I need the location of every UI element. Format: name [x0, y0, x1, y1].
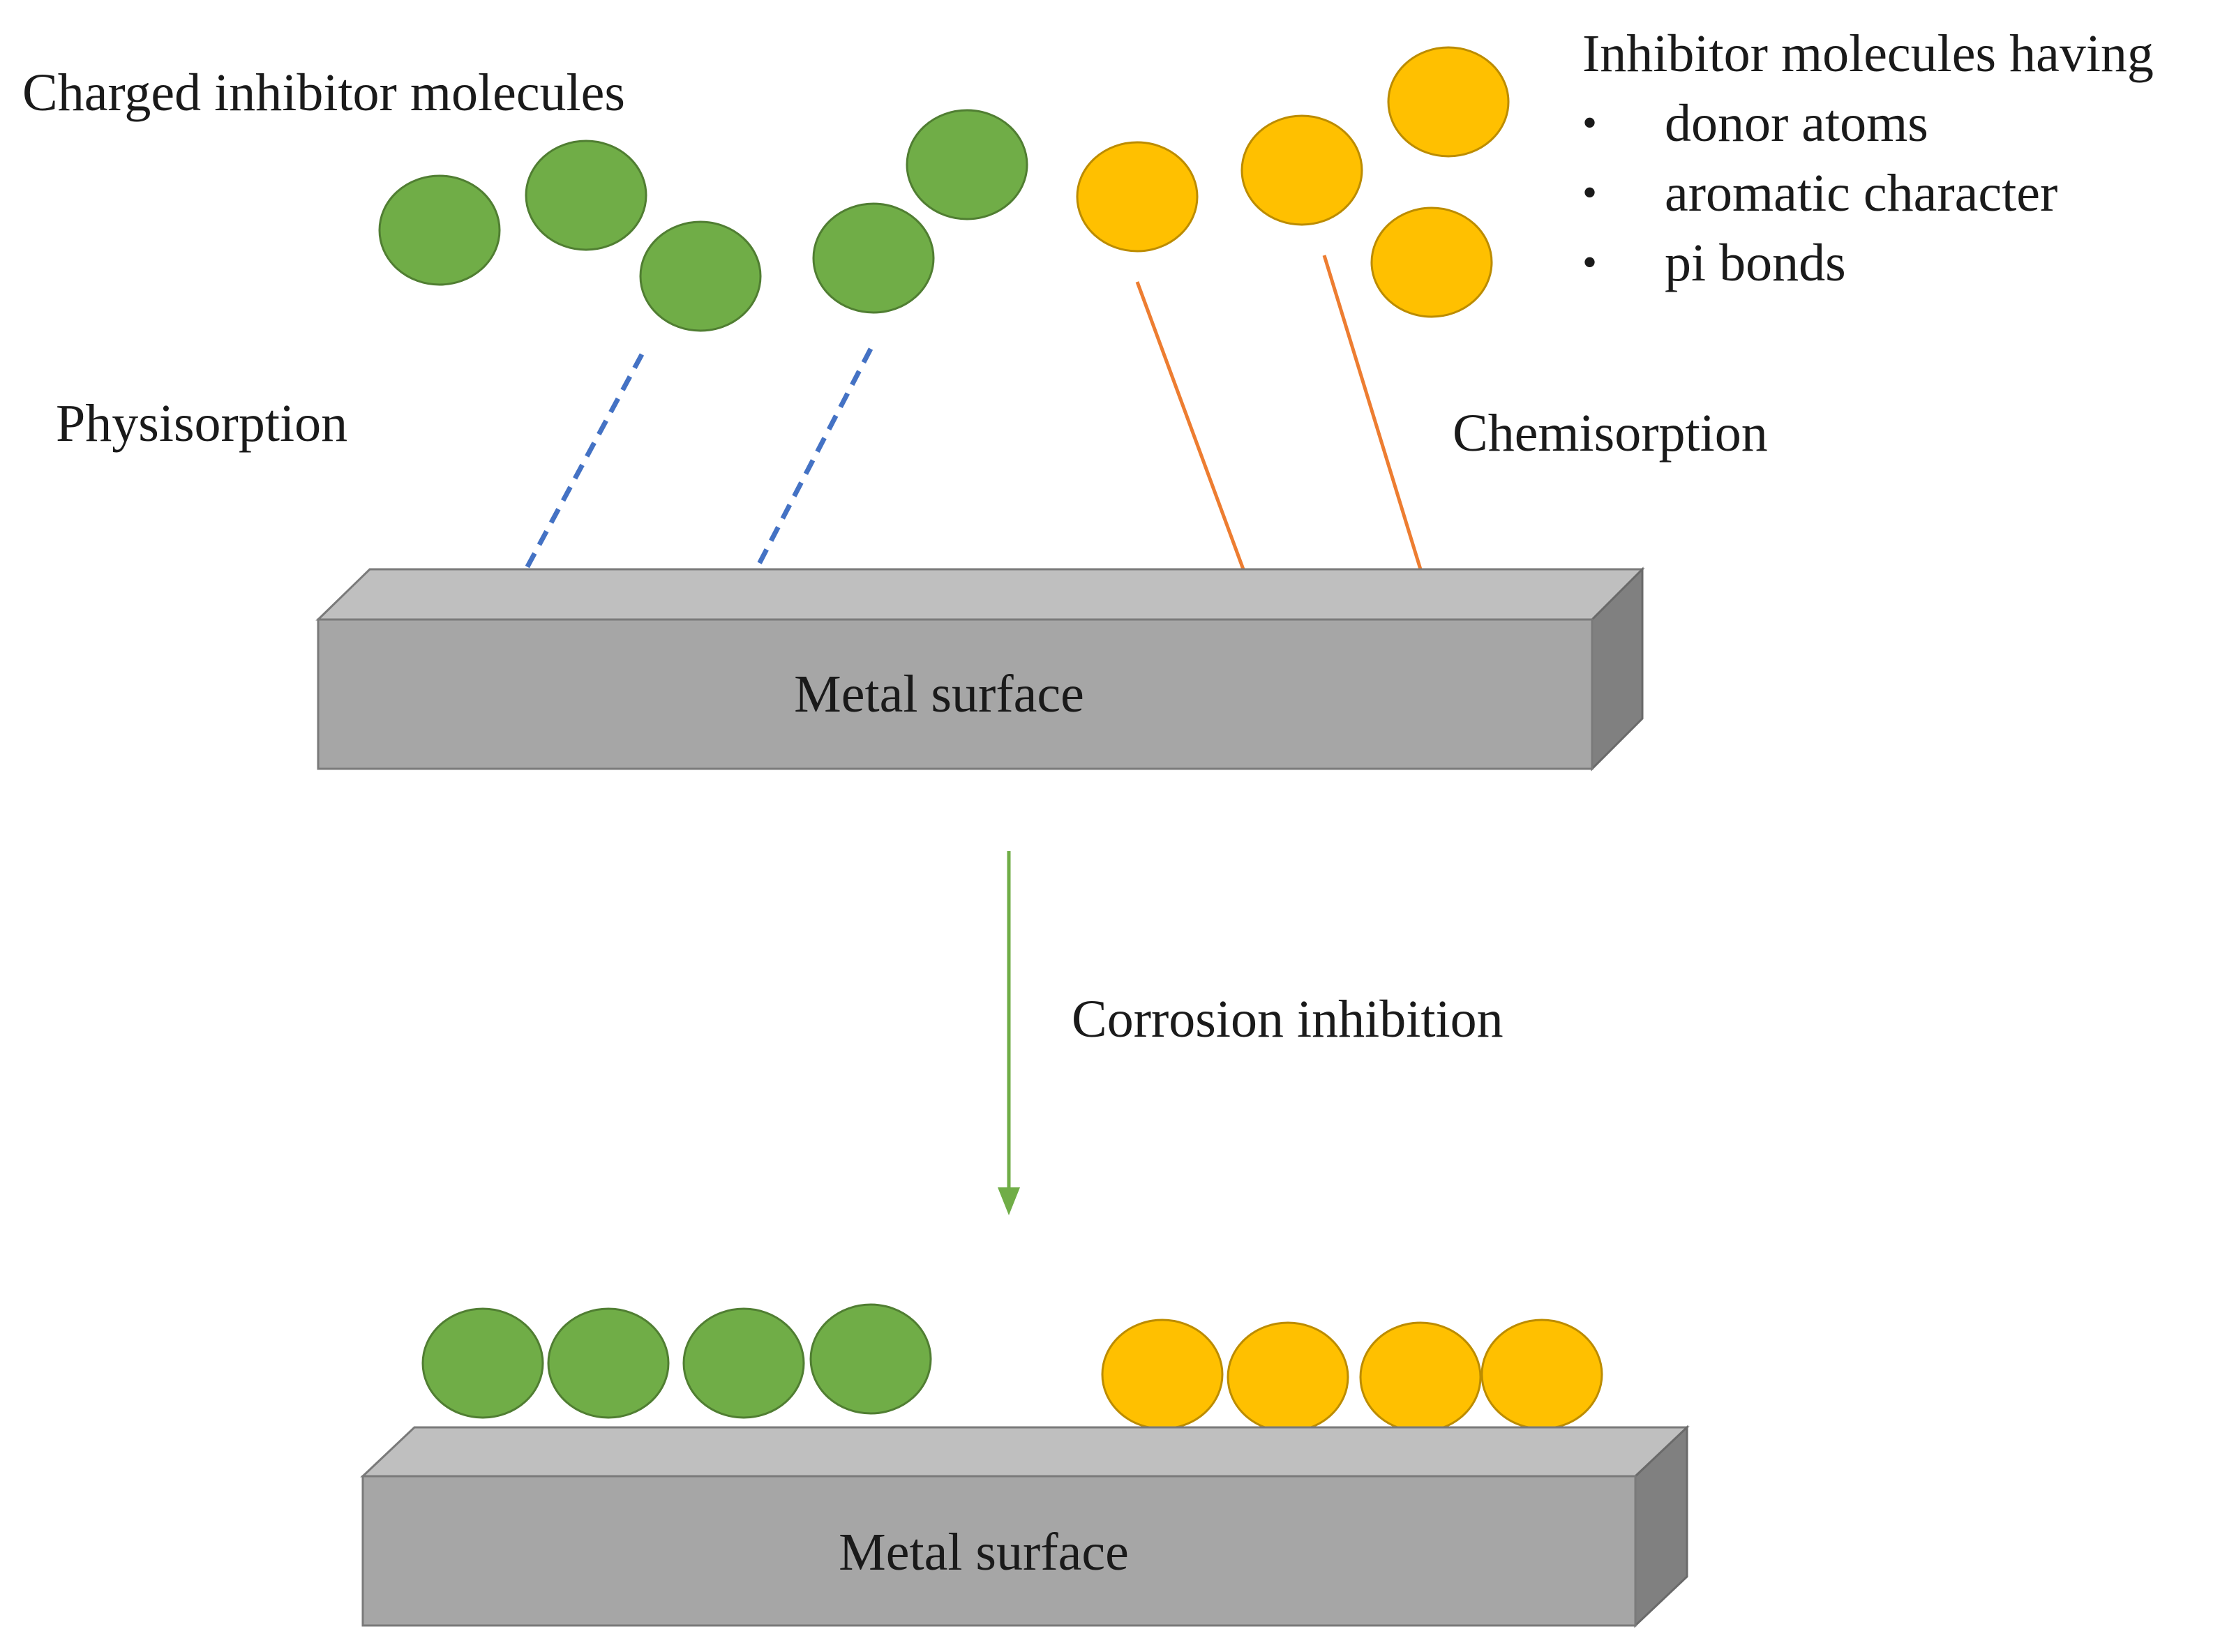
chemisorption-label: Chemisorption: [1453, 404, 1768, 463]
bullet-marker: •: [1582, 239, 1597, 285]
metal-slab-top-face: [360, 1426, 1690, 1478]
metal-slab-top: Metal surface: [315, 566, 1645, 772]
inhibitor-molecule: [1076, 141, 1199, 253]
chemisorption-bonds: [1135, 255, 1423, 570]
metal-surface-label: Metal surface: [839, 1523, 1129, 1582]
charged-molecule: [639, 220, 762, 332]
feature-aromatic-character: aromatic character: [1665, 164, 2057, 223]
physisorption-bond: [753, 347, 873, 571]
inhibitor-molecules-top: [1076, 46, 1510, 318]
feature-donor-atoms: donor atoms: [1665, 94, 1928, 153]
inhibitor-molecule: [1480, 1319, 1603, 1430]
bullet-marker: •: [1582, 170, 1597, 216]
physisorption-bond: [523, 353, 645, 571]
charged-molecule: [547, 1307, 670, 1419]
inhibitor-having-label: Inhibitor molecules having: [1582, 24, 2154, 83]
charged-molecule: [809, 1303, 932, 1415]
charged-molecule: [378, 174, 501, 286]
charged-molecules-adsorbed: [421, 1303, 932, 1419]
charged-molecule: [682, 1307, 805, 1419]
inhibitor-molecule: [1240, 114, 1363, 226]
charged-molecule: [906, 109, 1028, 220]
physisorption-bonds: [523, 347, 873, 571]
charged-molecules-top: [378, 109, 1028, 332]
bullet-marker: •: [1582, 100, 1597, 146]
feature-pi-bonds: pi bonds: [1665, 234, 1846, 292]
metal-slab-top-face: [315, 568, 1645, 621]
chemisorption-bond: [1135, 281, 1245, 570]
inhibitor-molecule: [1370, 206, 1493, 318]
chemisorption-bond: [1322, 255, 1423, 570]
charged-molecule: [812, 202, 935, 314]
inhibitor-molecule: [1227, 1321, 1349, 1433]
inhibitor-molecule: [1101, 1319, 1224, 1430]
inhibitor-molecules-adsorbed: [1101, 1319, 1603, 1433]
corrosion-inhibition-arrow: [998, 851, 1020, 1215]
metal-surface-label: Metal surface: [794, 665, 1084, 723]
charged-molecules-label: Charged inhibitor molecules: [22, 63, 625, 122]
charged-molecule: [525, 140, 647, 251]
metal-slab-front-face: [317, 618, 1594, 770]
metal-slab-bottom: Metal surface: [360, 1425, 1690, 1628]
corrosion-inhibition-label: Corrosion inhibition: [1072, 990, 1504, 1049]
feature-list: • donor atoms • aromatic character • pi …: [1582, 94, 2057, 292]
metal-slab-front-face: [361, 1475, 1637, 1627]
arrow-head: [998, 1187, 1020, 1215]
physisorption-label: Physisorption: [56, 394, 347, 453]
inhibitor-molecule: [1359, 1321, 1482, 1433]
inhibitor-molecule: [1387, 46, 1510, 158]
charged-molecule: [421, 1307, 544, 1419]
